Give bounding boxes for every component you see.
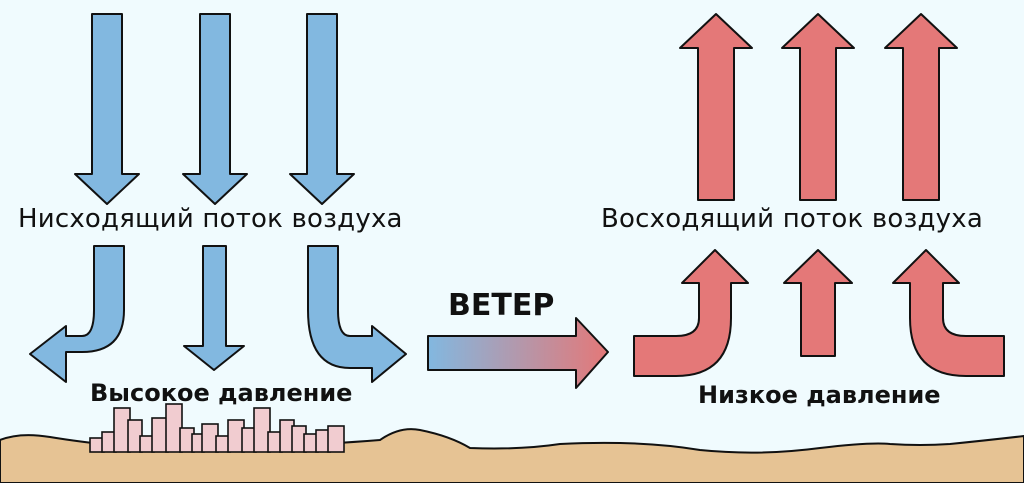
descending-arrows-bottom (29, 245, 407, 383)
up-arrow-center (783, 249, 853, 357)
curved-arrow-left (29, 245, 125, 383)
curved-up-arrow-right (892, 249, 1005, 377)
ascending-flow-label: Восходящий поток воздуха (601, 204, 983, 234)
curved-up-arrow-left (633, 249, 749, 377)
down-arrow-2 (182, 13, 248, 205)
up-arrow-1 (679, 13, 753, 201)
wind-label: ВЕТЕР (448, 288, 555, 323)
down-arrow-center (183, 245, 245, 371)
down-arrow-3 (289, 13, 355, 205)
low-pressure-label: Низкое давление (698, 381, 941, 409)
wind-arrow (427, 317, 609, 389)
up-arrow-3 (884, 13, 958, 201)
curved-arrow-right (307, 245, 407, 383)
high-pressure-label: Высокое давление (90, 379, 353, 407)
ascending-arrows-top (679, 13, 958, 201)
city-buildings (89, 403, 345, 453)
descending-flow-label: Нисходящий поток воздуха (18, 204, 403, 234)
up-arrow-2 (781, 13, 855, 201)
down-arrow-1 (74, 13, 140, 205)
ascending-arrows-bottom (633, 249, 1005, 377)
descending-arrows-top (74, 13, 355, 205)
